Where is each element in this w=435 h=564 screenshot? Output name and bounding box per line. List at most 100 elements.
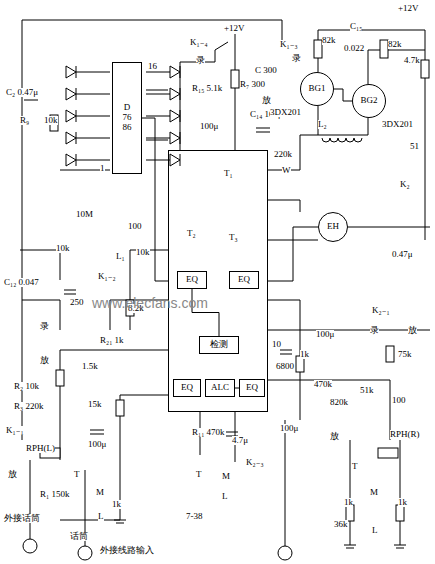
component-label: 录 <box>292 54 301 63</box>
component-label: R₂ 10k <box>14 382 39 391</box>
node-text: ALC <box>211 383 229 393</box>
function-block: ALC <box>205 379 235 397</box>
component-label: R₁₅ 5.1k <box>192 84 222 93</box>
component-label: T <box>196 470 202 479</box>
component-label: 10k <box>136 248 150 257</box>
component-label: 100μ <box>316 330 334 339</box>
component-label: 470k <box>314 380 332 389</box>
component-label: 0.47μ <box>392 250 413 259</box>
component-label: K₂ <box>400 180 410 189</box>
schematic-rect <box>56 370 64 386</box>
component-label: L <box>222 492 228 501</box>
component-label: R₁₁ 470k <box>192 428 225 437</box>
function-block: EQ <box>229 271 259 289</box>
function-block: 检测 <box>199 336 239 354</box>
schematic-path <box>338 138 346 142</box>
schematic-path <box>235 34 236 150</box>
component-label: R₃ 220k <box>14 402 43 411</box>
schematic-path <box>268 227 430 240</box>
schematic-path <box>30 460 31 540</box>
schematic-path <box>146 154 180 166</box>
component-label: 220k <box>274 150 292 159</box>
component-label: K₁₋₄ <box>190 38 208 47</box>
schematic-path <box>180 42 228 150</box>
transistor-circle: BG1 <box>300 72 334 106</box>
component-label: 4.7k <box>404 56 420 65</box>
component-label: 10 <box>272 340 281 349</box>
component-label: L <box>98 512 104 521</box>
component-label: 1 <box>100 164 105 173</box>
transistor-circle: EH <box>318 212 348 242</box>
component-label: C₂ 0.47μ <box>6 88 38 97</box>
component-label: M <box>96 488 104 497</box>
schematic-path <box>66 110 110 122</box>
component-label: L <box>372 526 378 535</box>
component-label: 3DX201 <box>382 120 413 129</box>
schematic-path <box>60 350 168 460</box>
schematic-rect <box>378 448 398 458</box>
schematic-path <box>268 330 430 331</box>
schematic-rect <box>421 60 429 78</box>
resistors <box>40 40 429 521</box>
component-label: 100 <box>128 222 142 231</box>
component-label: 放 <box>8 470 17 479</box>
component-label: M <box>222 472 230 481</box>
schematic-path <box>20 250 60 280</box>
led-array <box>66 66 180 166</box>
component-label: 10M <box>76 210 93 219</box>
component-label: 15k <box>88 400 102 409</box>
component-label: 10k <box>44 116 58 125</box>
component-label: 放 <box>262 96 271 105</box>
function-block: EQ <box>239 379 265 397</box>
schematic-path <box>66 132 110 144</box>
component-label: 放 <box>408 326 417 335</box>
component-label: 100μ <box>200 122 218 131</box>
component-label: 录 <box>40 322 49 331</box>
schematic-path <box>120 395 168 460</box>
component-label: 录 <box>370 326 379 335</box>
component-label: RPH(L) <box>26 444 55 453</box>
schematic-path <box>146 90 168 91</box>
component-label: 1k <box>398 498 407 507</box>
component-label: R₉ <box>20 116 29 125</box>
component-label: C₁₅ <box>350 22 362 31</box>
node-text: T₁ <box>224 169 233 179</box>
node-text: 检测 <box>210 340 228 350</box>
capacitors <box>24 96 292 436</box>
schematic-path <box>24 96 292 436</box>
schematic-path <box>322 138 330 142</box>
component-label: L₂ <box>318 120 327 129</box>
node-text: BG2 <box>360 96 377 106</box>
component-label: 36k <box>334 520 348 529</box>
schematic-rect <box>116 400 124 416</box>
schematic-path <box>130 250 168 330</box>
component-label: 0.022 <box>344 44 364 53</box>
component-label: 100μ <box>88 440 106 449</box>
component-label: 外接话筒 <box>4 514 40 523</box>
schematic-rect <box>396 505 404 521</box>
component-label: RPH(R) <box>390 430 420 439</box>
component-label: 10k <box>56 244 70 253</box>
component-label: 1k <box>112 500 121 509</box>
component-label: R₇ 300 <box>240 80 265 89</box>
schematic-path <box>22 300 23 440</box>
component-label: 100μ <box>280 424 298 433</box>
component-label: 1k <box>300 350 309 359</box>
schematic-path <box>66 88 110 100</box>
jacks <box>23 539 292 560</box>
schematic-path <box>114 520 406 548</box>
component-label: 放 <box>40 356 49 365</box>
watermark: www.elecfans.com <box>92 296 208 310</box>
component-label: T <box>352 462 358 471</box>
component-label: M <box>370 488 378 497</box>
schematic-rect <box>231 70 239 88</box>
schematic-circle <box>78 546 92 560</box>
node-text: EH <box>327 222 339 232</box>
component-label: 录 <box>196 56 205 65</box>
component-label: 82k <box>388 40 402 49</box>
component-label: 7-38 <box>186 512 203 521</box>
schematic-path <box>285 420 286 548</box>
component-label: K₁₋₁ <box>6 426 24 435</box>
schematic-path <box>268 200 300 212</box>
schematic-rect <box>314 40 322 58</box>
